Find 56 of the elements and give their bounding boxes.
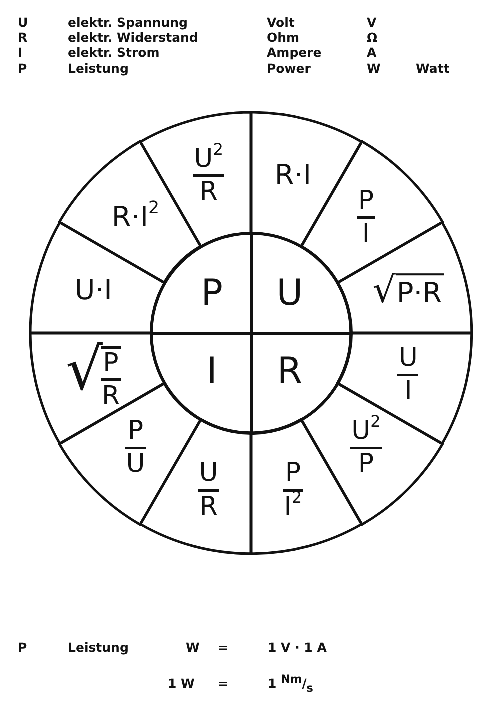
formula-numerator: U [198,460,220,488]
formula-numerator: U$^{2}$ [193,144,224,174]
formula-numerator: P [103,349,120,378]
quantity-symbol: U [276,274,304,314]
quantity-symbol: P [18,640,28,655]
formula-numerator: P [284,460,302,488]
unit-equation: 1 $^{Nm}$/$_{s}$ [268,676,314,691]
equals-sign: = [218,676,228,691]
unit-symbol: V [367,14,377,30]
quantity-name: Leistung [68,60,129,76]
formula-denominator: P [357,450,376,480]
formula-denominator: R [198,178,219,206]
quadrant-sector [150,232,252,334]
unit-symbol: Ω [367,30,378,44]
unit-symbol: W [186,640,200,655]
formula-denominator: R [198,492,219,522]
formula-numerator: U$^{2}$ [350,417,382,446]
formula-denominator: R [102,382,122,411]
quantity-symbol: I [18,44,23,60]
formula-denominator: I [361,220,372,249]
quantity-symbol: R [277,352,302,392]
formula-numerator: P [126,417,145,446]
formula-text: √P·R [372,272,444,310]
formula-numerator: P [357,186,376,216]
quadrant-sector [150,332,252,434]
formula-denominator: U [125,450,146,480]
quantity-symbol: U [18,14,28,30]
unit-name: Watt [416,60,450,76]
radical-sign: √ [66,340,103,400]
unit-name: Power [267,60,311,76]
quantity-name: elektr. Strom [68,44,160,60]
formula-text: R·I [274,160,312,191]
formula-text: R·I$^{2}$ [112,202,160,234]
ring-segment [250,110,363,248]
ring-segment [300,382,444,526]
quantity-name: elektr. Widerstand [68,30,198,44]
equals-sign: = [218,640,228,655]
unit-symbol: W [367,60,381,76]
unit-name: Ohm [267,30,300,44]
unit-equation: 1 V · 1 A [268,640,327,655]
formula-text: U·I [74,275,112,306]
ring-segment [28,332,166,445]
unit-name: Volt [267,14,295,30]
quantity-symbol: I [206,352,218,392]
unit-symbol: A [367,44,377,60]
ring-segment [336,221,474,334]
formula-numerator: U [398,344,419,373]
quantity-symbol: R [18,30,28,44]
unit-value: 1 W [168,676,195,691]
ring-segment [336,332,474,445]
quantity-symbol: P [18,60,28,76]
quantity-name: Leistung [68,640,129,655]
quantity-name: elektr. Spannung [68,14,188,30]
formula-denominator: I [404,377,414,406]
unit-name: Ampere [267,44,322,60]
quantity-symbol: P [201,274,223,314]
